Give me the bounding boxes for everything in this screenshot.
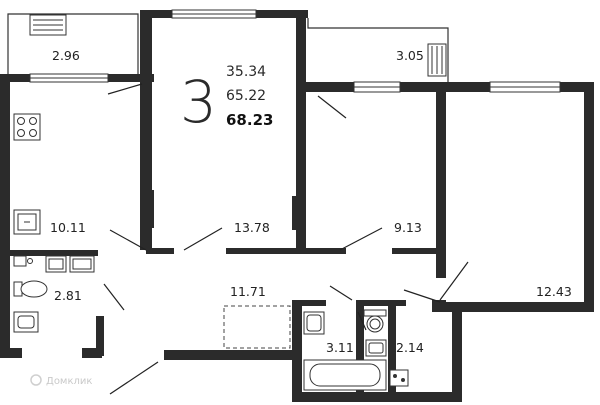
total-area-with-balconies: 68.23: [226, 111, 273, 129]
watermark-logo-icon: [30, 374, 42, 386]
toilet-bowl-icon: [13, 280, 48, 298]
door-toilet: [103, 283, 125, 311]
door-entrance: [109, 361, 159, 395]
wall-kitchen-bed-thick: [140, 190, 154, 228]
door-kitchen: [109, 229, 147, 251]
bathtub-icon: [303, 359, 387, 391]
room-count: 3: [180, 68, 217, 136]
door-balcony-right: [317, 95, 347, 119]
wall-bottom-left-corner: [0, 348, 22, 358]
label-bedroom-large: 12.43: [536, 284, 572, 299]
watermark-text: Домклик: [46, 376, 92, 387]
boiler-icon: [13, 255, 33, 267]
stove-icon: [13, 113, 41, 141]
wall-bath-wc: [356, 300, 364, 394]
wall-bed-small: [296, 10, 306, 250]
wall-bed-bottom-left: [146, 248, 174, 254]
wall-top-bed-left: [140, 10, 172, 18]
balcony-rails: [29, 14, 447, 77]
balcony-left-outline: [7, 13, 139, 74]
toilet-sink-icon: [13, 311, 39, 333]
windows: [29, 9, 561, 93]
walls: [0, 10, 594, 402]
door-bedroom-small: [339, 227, 383, 251]
door-swings: [103, 83, 469, 395]
utility-panel-icon: [389, 369, 409, 387]
kitchen-sink-icon: [13, 209, 41, 235]
room-labels: 2.96 3.05 10.11 13.78 9.13 12.43 11.71 2…: [50, 48, 572, 355]
wall-bottom-right-down: [452, 302, 462, 402]
wall-bottom-bath: [292, 392, 462, 402]
wc-sink-icon: [365, 339, 387, 357]
wall-hall-bottom: [164, 350, 300, 360]
wall-top-small-left: [300, 82, 354, 92]
door-bedroom-large-b: [403, 289, 441, 303]
wall-outer-right: [584, 82, 594, 310]
wall-bottom-right: [440, 302, 594, 312]
door-bedroom-middle: [183, 227, 223, 251]
label-wc: 2.14: [396, 340, 424, 355]
label-balcony-right: 3.05: [396, 48, 424, 63]
door-bedroom-large: [439, 261, 469, 301]
washer-icon: [45, 255, 95, 273]
watermark: Домклик: [30, 374, 92, 387]
label-balcony-left: 2.96: [52, 48, 80, 63]
wall-small-large: [436, 82, 446, 278]
wc-toilet-icon: [363, 309, 387, 333]
total-area: 65.22: [226, 88, 266, 104]
wall-wc-right: [388, 300, 396, 394]
balcony-outlines: [7, 13, 449, 84]
label-toilet: 2.81: [54, 288, 82, 303]
door-wc: [357, 311, 367, 331]
balcony-right-outline: [307, 18, 449, 84]
door-bathroom: [329, 285, 353, 301]
wall-bed-small-thick: [292, 196, 306, 230]
wall-wc-top: [356, 300, 406, 306]
wall-bed-bottom-mid: [226, 248, 346, 254]
wall-small-bottom: [392, 248, 442, 254]
hallway-wardrobe: [223, 305, 291, 349]
label-hallway: 11.71: [230, 284, 266, 299]
apartment-summary: 3 35.34 65.22 68.23: [180, 64, 273, 136]
wall-top-bed-right: [256, 10, 308, 18]
label-bathroom: 3.11: [326, 340, 354, 355]
wall-outer-left: [0, 74, 10, 356]
bath-sink-icon: [303, 311, 325, 335]
label-kitchen: 10.11: [50, 220, 86, 235]
door-balcony-left: [107, 83, 143, 95]
wall-top-kitchen-right: [108, 74, 154, 82]
wall-toilet-right-low: [96, 316, 104, 356]
wall-kitchen-bottom: [8, 250, 98, 256]
living-area: 35.34: [226, 64, 266, 80]
wall-top-kitchen-left: [0, 74, 30, 82]
wall-large-door-stub: [432, 300, 446, 312]
wall-top-large-right: [560, 82, 590, 92]
label-bedroom-small: 9.13: [394, 220, 422, 235]
wall-bath-top: [296, 300, 326, 306]
label-bedroom-middle: 13.78: [234, 220, 270, 235]
wall-bottom-left: [82, 348, 102, 358]
